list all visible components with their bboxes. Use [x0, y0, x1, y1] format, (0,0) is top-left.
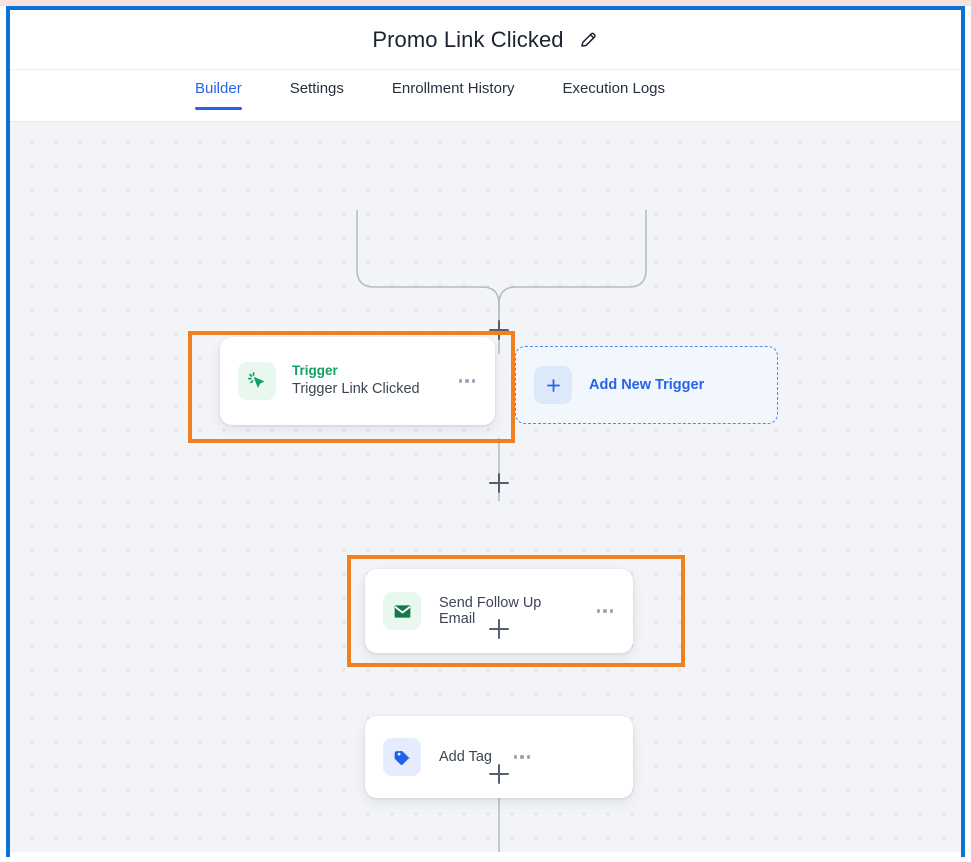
node-send-follow-up-email-label: Send Follow Up Email: [439, 595, 542, 627]
workflow-tabs: Builder Settings Enrollment History Exec…: [10, 70, 961, 122]
app-window: Promo Link Clicked Builder Settings Enro…: [10, 10, 961, 853]
top-strip: [0, 0, 971, 6]
node-add-tag-more-options-icon[interactable]: [510, 749, 535, 765]
tab-execution-logs[interactable]: Execution Logs: [562, 80, 666, 97]
node-trigger-label: Trigger Link Clicked: [292, 381, 420, 398]
page-title: Promo Link Clicked: [372, 26, 564, 52]
envelope-icon: [383, 592, 421, 630]
add-step-button-2[interactable]: [488, 472, 510, 494]
node-trigger-kicker: Trigger: [292, 363, 338, 379]
node-add-tag-label: Add Tag: [439, 749, 492, 765]
tab-settings[interactable]: Settings: [289, 80, 344, 97]
add-step-button-3[interactable]: [488, 618, 510, 640]
add-new-trigger-button[interactable]: Add New Trigger: [515, 346, 778, 424]
node-trigger-text: Trigger Trigger Link Clicked: [292, 362, 439, 400]
tab-builder[interactable]: Builder: [195, 70, 242, 110]
pencil-icon[interactable]: [578, 29, 599, 50]
workflow-header: Promo Link Clicked: [10, 10, 961, 70]
node-send-follow-up-email[interactable]: Send Follow Up Email: [365, 569, 633, 653]
click-cursor-icon: [238, 362, 276, 400]
plus-icon: [534, 366, 572, 404]
add-step-button-1[interactable]: [488, 319, 510, 341]
tab-enrollment-history[interactable]: Enrollment History: [391, 80, 515, 97]
node-send-follow-up-email-more-options-icon[interactable]: [593, 603, 618, 619]
add-step-button-4[interactable]: [488, 763, 510, 785]
node-trigger-more-options-icon[interactable]: [455, 373, 480, 389]
add-new-trigger-label: Add New Trigger: [589, 377, 705, 393]
tag-icon: [383, 738, 421, 776]
workflow-canvas[interactable]: Trigger Trigger Link Clicked Add New Tri…: [10, 122, 961, 852]
node-add-tag[interactable]: Add Tag: [365, 716, 633, 798]
node-trigger[interactable]: Trigger Trigger Link Clicked: [220, 337, 495, 425]
browser-highlight-frame: Promo Link Clicked Builder Settings Enro…: [6, 6, 965, 857]
